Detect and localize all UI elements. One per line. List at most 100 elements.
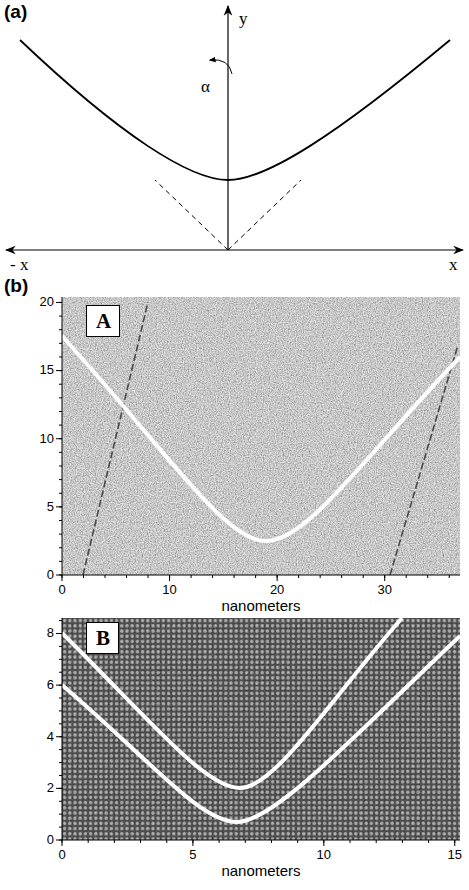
axis-line: [62, 840, 460, 841]
minor-tick: [59, 547, 62, 548]
minor-tick: [59, 620, 62, 621]
minor-tick: [191, 575, 192, 578]
hyperbola-fit: [62, 636, 460, 822]
dislocation-line: [83, 302, 148, 575]
tick-label: 20: [40, 295, 54, 309]
minor-tick: [59, 425, 62, 426]
panel-label: (a): [4, 2, 27, 23]
tick-label: 15: [40, 363, 54, 377]
minor-tick: [166, 840, 167, 843]
minor-tick: [59, 710, 62, 711]
major-tick: [56, 506, 62, 507]
minor-tick: [297, 840, 298, 843]
major-tick: [62, 840, 63, 846]
tick-label: 2: [47, 781, 54, 795]
tick-label: 10: [162, 583, 176, 597]
minor-tick: [59, 749, 62, 750]
minor-tick: [234, 575, 235, 578]
minor-tick: [219, 840, 220, 843]
minor-tick: [298, 575, 299, 578]
minor-tick: [59, 329, 62, 330]
tick-label: 0: [47, 833, 54, 847]
tick-label: 6: [47, 678, 54, 692]
minor-tick: [88, 840, 89, 843]
minor-tick: [59, 762, 62, 763]
minor-tick: [59, 801, 62, 802]
major-tick: [192, 840, 193, 846]
major-tick: [323, 840, 324, 846]
minor-tick: [59, 814, 62, 815]
minor-tick: [212, 575, 213, 578]
minor-tick: [59, 520, 62, 521]
micrograph-ground: [62, 297, 460, 575]
minor-tick: [59, 356, 62, 357]
minor-tick: [341, 575, 342, 578]
minor-tick: [350, 840, 351, 843]
panel-letter: B: [96, 627, 109, 650]
minor-tick: [271, 840, 272, 843]
major-tick: [56, 633, 62, 634]
dislocation-line: [390, 345, 458, 575]
minor-tick: [114, 840, 115, 843]
minor-tick: [59, 659, 62, 660]
minor-tick: [376, 840, 377, 843]
axis-line: [62, 297, 63, 575]
minor-tick: [59, 534, 62, 535]
major-tick: [56, 685, 62, 686]
axis-title: nanometers: [221, 598, 300, 615]
axis-letter: y: [239, 10, 248, 29]
axis-line: [62, 618, 63, 840]
axis-letter: - x: [10, 256, 28, 275]
minor-tick: [59, 698, 62, 699]
minor-tick: [363, 575, 364, 578]
major-tick: [56, 840, 62, 841]
tick-label: 30: [377, 583, 391, 597]
minor-tick: [105, 575, 106, 578]
minor-tick: [59, 479, 62, 480]
tick-label: 10: [40, 432, 54, 446]
rotation-arrow: [210, 60, 232, 74]
major-tick: [56, 438, 62, 439]
minor-tick: [428, 840, 429, 843]
major-tick: [56, 736, 62, 737]
minor-tick: [245, 840, 246, 843]
minor-tick: [83, 575, 84, 578]
lattice-noise: [62, 618, 460, 840]
y-axis: [227, 6, 228, 250]
tick-label: 4: [47, 730, 54, 744]
tick-label: 20: [270, 583, 284, 597]
tick-label: 5: [47, 500, 54, 514]
major-tick: [62, 575, 63, 581]
minor-tick: [59, 646, 62, 647]
angle-symbol: α: [201, 78, 210, 97]
minor-tick: [59, 561, 62, 562]
minor-tick: [59, 452, 62, 453]
tick-label: 10: [317, 848, 331, 862]
panel-label: (b): [4, 276, 28, 297]
tick-label: 5: [189, 848, 196, 862]
minor-tick: [59, 775, 62, 776]
tick-label: 0: [58, 848, 65, 862]
minor-tick: [59, 465, 62, 466]
hyperbola-fit: [62, 336, 460, 541]
minor-tick: [59, 316, 62, 317]
minor-tick: [140, 840, 141, 843]
minor-tick: [255, 575, 256, 578]
minor-tick: [59, 827, 62, 828]
minor-tick: [59, 723, 62, 724]
minor-tick: [320, 575, 321, 578]
panel-tag: B: [86, 622, 119, 654]
major-tick: [56, 370, 62, 371]
minor-tick: [449, 575, 450, 578]
major-tick: [56, 575, 62, 576]
major-tick: [384, 575, 385, 581]
lattice-image: [62, 618, 460, 840]
major-tick: [454, 840, 455, 846]
minor-tick: [402, 840, 403, 843]
minor-tick: [427, 575, 428, 578]
panel-letter: A: [96, 310, 110, 333]
x-axis: [6, 249, 463, 250]
major-tick: [56, 302, 62, 303]
